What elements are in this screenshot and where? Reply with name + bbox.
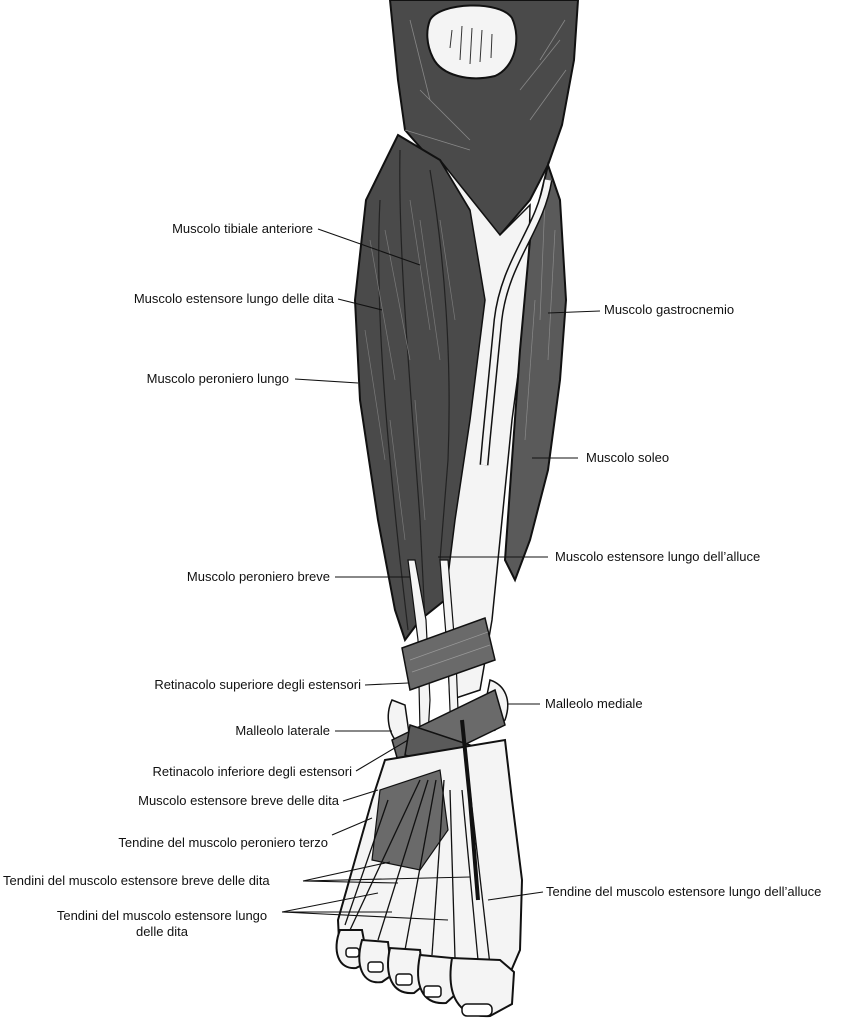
medial-fibers [524, 199, 556, 441]
ehl-tendon [460, 719, 480, 901]
patella [426, 4, 518, 80]
label-medial-malleolus: Malleolo mediale [545, 696, 643, 711]
label-peroneus-longus: Muscolo peroniero lungo [146, 371, 289, 386]
medial-leg-muscles [503, 161, 568, 583]
label-soleus: Muscolo soleo [586, 450, 670, 465]
superior-retinaculum [401, 617, 496, 691]
muscle-divisions [378, 149, 450, 631]
label-ext-hallucis-longus-tendon: Tendine del muscolo estensore lungo dell… [546, 884, 822, 899]
patella-hatching [449, 25, 493, 65]
label-sup-ext-retinaculum: Retinacolo superiore degli estensori [154, 677, 361, 692]
label-peroneus-tertius-tendon: Tendine del muscolo peroniero terzo [118, 835, 328, 850]
label-ext-digitorum-longus: Muscolo estensore lungo delle dita [133, 291, 334, 306]
label-ext-digitorum-brevis-tendons: Tendini del muscolo estensore breve dell… [3, 873, 270, 888]
label-tibialis-anterior: Muscolo tibiale anteriore [172, 221, 313, 236]
ext-digitorum-brevis-muscle [371, 769, 449, 871]
label-ext-hallucis-longus: Muscolo estensore lungo dell’alluce [555, 549, 761, 564]
toenails [345, 947, 493, 1017]
label-lateral-malleolus: Malleolo laterale [235, 723, 330, 738]
label-peroneus-brevis: Muscolo peroniero breve [186, 569, 330, 584]
thigh-fibers [404, 19, 567, 151]
saphenous-vein-lumen [481, 179, 551, 466]
lateral-fibers [364, 199, 456, 541]
label-inf-ext-retinaculum: Retinacolo inferiore degli estensori [152, 764, 352, 779]
leader-lines [281, 228, 601, 921]
label-ext-digitorum-longus-tendons-line1: Tendini del muscolo estensore lungo [56, 908, 268, 923]
label-gastrocnemius: Muscolo gastrocnemio [604, 302, 735, 317]
label-ext-digitorum-brevis: Muscolo estensore breve delle dita [138, 793, 339, 808]
label-ext-digitorum-longus-tendons-line2: delle dita [135, 924, 189, 939]
